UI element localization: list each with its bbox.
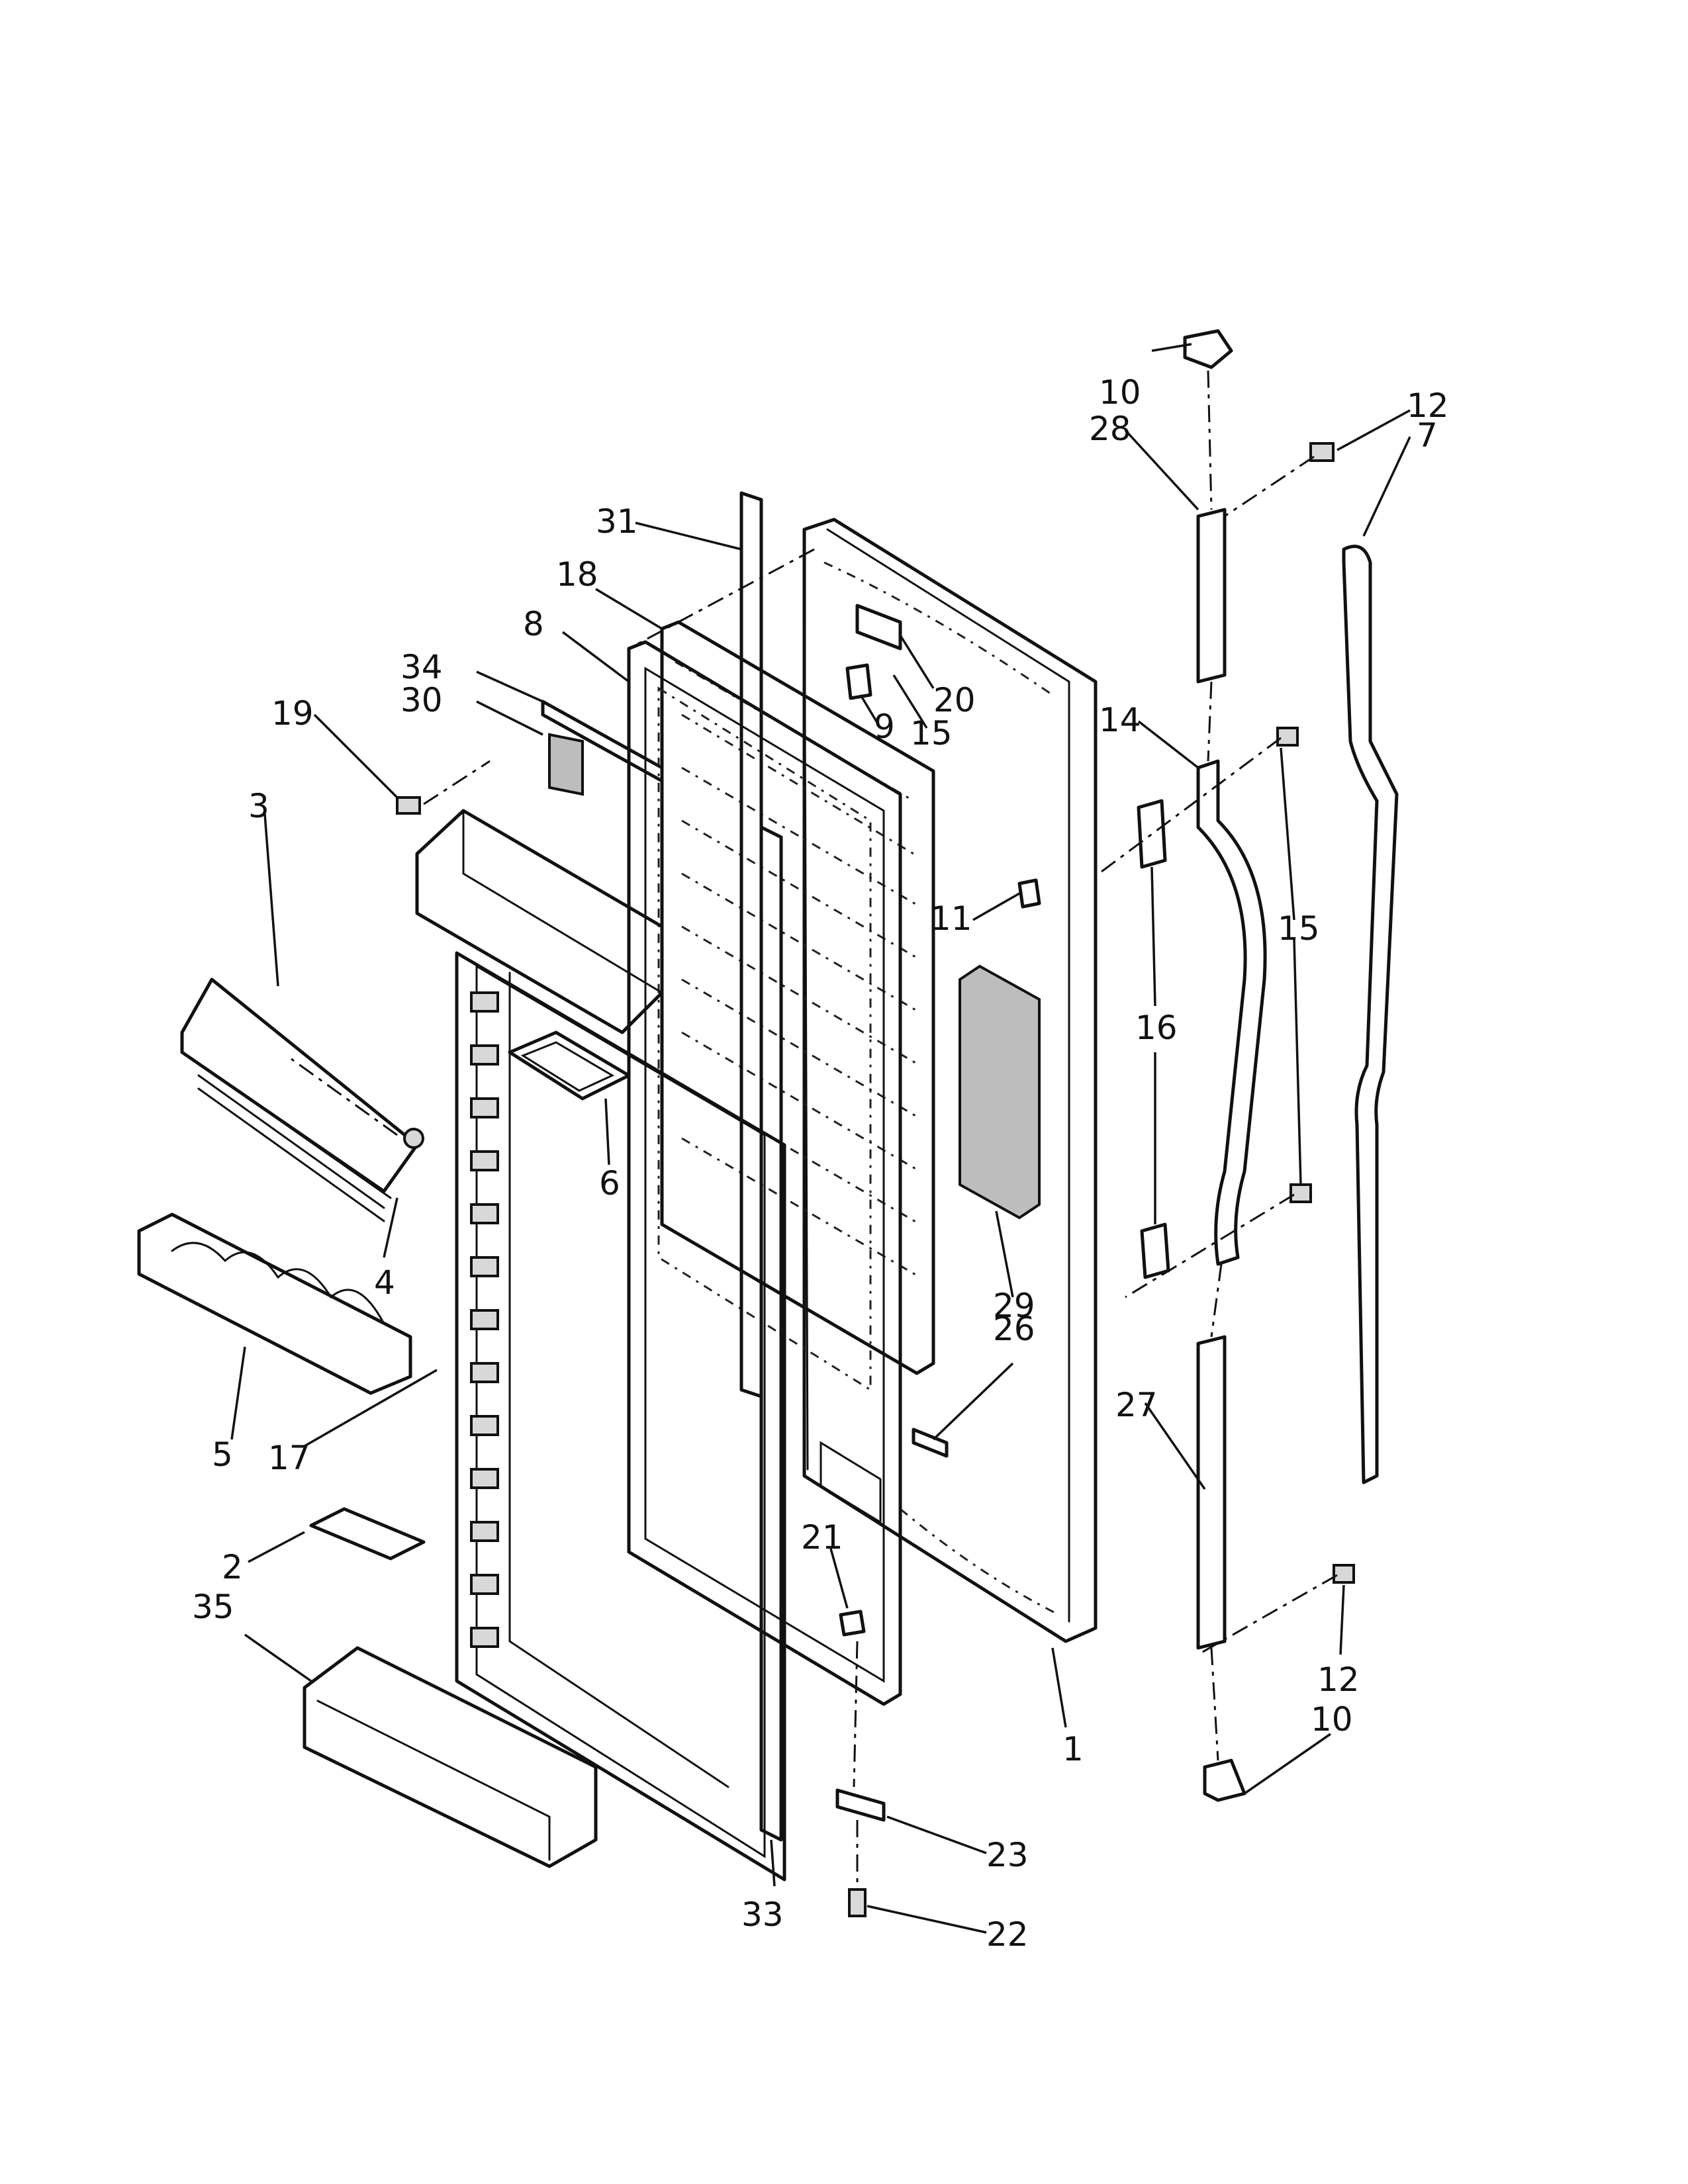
part-29-foam-block [959, 964, 1041, 1220]
part-2-bin-clip [309, 1507, 426, 1561]
leader-lines [230, 343, 1411, 1934]
part-9-plug [845, 663, 872, 700]
part-34-top-cap [541, 700, 664, 783]
part-23-hinge-plate [835, 1788, 886, 1822]
callout-5: 5 [212, 1435, 233, 1474]
part-30-dispenser-housing [415, 733, 664, 1034]
callout-4: 4 [374, 1263, 395, 1302]
callout-10-lower: 10 [1311, 1700, 1353, 1739]
part-6-drip-tray [508, 1030, 631, 1101]
part-22-screw [848, 1888, 867, 1917]
part-4-screw [403, 1128, 424, 1149]
liner-shelf-supports [470, 991, 499, 1648]
callout-23: 23 [986, 1836, 1029, 1874]
callout-6: 6 [599, 1164, 620, 1203]
callout-20: 20 [933, 681, 976, 719]
part-10-lower-endcap [1203, 1758, 1246, 1802]
callout-15-top: 15 [910, 714, 953, 752]
part-8-door-gasket [627, 640, 902, 1706]
callout-3: 3 [248, 787, 269, 825]
part-15-upper-screw [1276, 727, 1299, 747]
callout-16: 16 [1135, 1009, 1178, 1047]
part-28-upper-handle-bracket [1196, 508, 1227, 684]
callout-33: 33 [741, 1895, 784, 1934]
callout-1: 1 [1062, 1730, 1084, 1768]
part-14-handle [1196, 759, 1267, 1266]
callout-2: 2 [222, 1548, 243, 1586]
assembly-lines [291, 370, 1338, 1886]
callout-15-right: 15 [1278, 909, 1320, 948]
part-31-trim-strip [739, 491, 763, 1398]
part-33-door-trim [759, 825, 783, 1842]
part-26-clip [912, 1428, 949, 1458]
part-3-dispenser-cover [180, 978, 419, 1222]
part-16-handle-insert-bottom [1140, 1222, 1170, 1279]
callout-7: 7 [1417, 416, 1438, 455]
part-21-clip [839, 1610, 866, 1637]
callout-31: 31 [596, 502, 638, 541]
part-15-lower-screw [1289, 1183, 1312, 1203]
callout-labels: 10 12 7 28 31 18 20 9 15 34 8 30 19 14 3… [192, 373, 1449, 1954]
part-7-handle-trim [1342, 545, 1399, 1484]
callout-22: 22 [986, 1915, 1029, 1954]
part-17-inner-door-liner [455, 951, 786, 1882]
callout-29: 29 [993, 1287, 1035, 1325]
part-35-bottom-bin [303, 1646, 598, 1868]
callout-11: 11 [930, 899, 972, 938]
callout-10-upper: 10 [1099, 373, 1141, 412]
callout-30: 30 [400, 681, 443, 719]
callout-14: 14 [1099, 701, 1141, 739]
part-10-upper-endcap [1183, 329, 1233, 369]
part-16-handle-insert-top [1137, 799, 1167, 869]
part-12-upper-screw [1309, 442, 1335, 462]
callout-19: 19 [271, 694, 314, 733]
callout-26: 26 [993, 1310, 1035, 1348]
part-20-bracket [855, 604, 902, 651]
callout-18: 18 [556, 555, 598, 594]
callout-21: 21 [801, 1518, 843, 1557]
callout-8: 8 [523, 605, 544, 643]
callout-12-lower: 12 [1317, 1661, 1360, 1699]
part-27-lower-handle-bracket [1196, 1335, 1227, 1650]
callout-27: 27 [1115, 1386, 1158, 1424]
callout-28: 28 [1089, 410, 1131, 448]
callout-34: 34 [400, 648, 443, 686]
callout-35: 35 [192, 1588, 234, 1626]
callout-12-upper: 12 [1407, 387, 1449, 425]
part-12-lower-screw [1333, 1564, 1355, 1584]
part-19-screw [396, 796, 421, 815]
callout-17: 17 [268, 1439, 310, 1477]
callout-9: 9 [874, 707, 895, 746]
part-5-door-bin [137, 1212, 412, 1395]
part-11-clip [1017, 878, 1041, 909]
